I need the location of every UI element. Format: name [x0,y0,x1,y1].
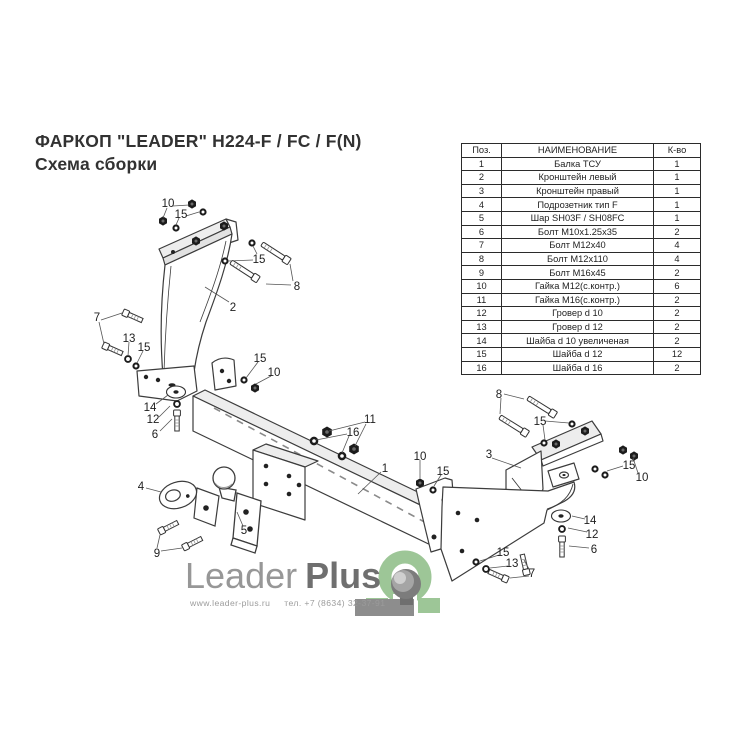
bolt-icon [173,409,181,432]
part-callout: 14 [144,402,157,414]
part-callout: 3 [486,449,492,461]
part-callout: 4 [138,481,145,493]
page-title: ФАРКОП "LEADER" H224-F / FC / F(N) [35,131,362,151]
part-callout: 5 [241,525,247,537]
bolt-icon [180,534,204,552]
part-callout: 10 [414,451,427,463]
bolt-icon [101,341,125,358]
part-callout: 16 [347,427,360,439]
socket-plate-part [158,480,220,527]
washer-icon [568,420,576,428]
part-callout: 8 [496,389,502,401]
part-callout: 15 [138,342,151,354]
part-callout: 14 [584,515,597,527]
part-callout: 15 [253,254,266,266]
washer-icon [601,471,609,479]
table-cell-qty: 2 [653,360,701,376]
grover-icon [173,400,181,408]
tow-ball-part [212,466,262,554]
washer-icon [472,558,480,566]
table-cell-qty: 1 [653,210,701,226]
nut-icon [619,445,627,455]
part-callout: 15 [534,416,547,428]
table-cell-name: Шайба d 16 [501,360,654,376]
nut-icon [322,426,332,438]
part-callout: 10 [268,367,281,379]
bolt-icon [497,413,531,438]
part-callout: 6 [591,544,597,556]
logo-phone: тел. +7 (8634) 32-37-91 [284,598,386,608]
washer-icon [221,257,229,265]
page-subtitle: Схема сборки [35,154,158,175]
part-callout: 13 [506,558,519,570]
nut-icon [188,199,196,209]
bolt-icon [558,535,566,558]
title-block: ФАРКОП "LEADER" H224-F / FC / F(N) Схема… [35,130,362,176]
logo-website: www.leader-plus.ru [190,598,271,608]
part-callout: 12 [586,529,599,541]
part-callout: 7 [94,312,100,324]
nut-icon [251,383,259,393]
grover-icon [482,565,490,573]
part-callout: 15 [437,466,450,478]
washer-icon [309,436,319,446]
part-callout: 11 [364,414,376,426]
grover-icon [124,355,132,363]
nut-icon [349,443,359,455]
bolt-icon [121,308,145,325]
washer-icon [132,362,140,370]
callout-labels: 10 15 15 8 2 7 13 15 14 12 6 15 10 11 16… [94,198,649,580]
part-callout: 9 [154,548,160,560]
part-callout: 6 [152,429,158,441]
washer-icon [248,239,256,247]
bolt-icon [525,394,559,419]
bolt-icon [156,518,180,536]
washer-icon [199,208,207,216]
callout-leader-lines [98,204,639,579]
logo-contact-line: www.leader-plus.ru тел. +7 (8634) 32-37-9… [190,598,399,608]
part-callout: 8 [294,281,300,293]
part-callout: 1 [382,463,388,475]
table-header-row: Поз. НАИМЕНОВАНИЕ К-во [461,143,701,158]
washer-icon [172,224,180,232]
part-callout: 10 [636,472,649,484]
beam-part [192,357,458,553]
big-washer-icon [550,509,572,523]
washer-icon [591,465,599,473]
leader-plus-logo-icon [355,550,440,616]
washer-icon [429,486,437,494]
logo-word-leader: Leader [185,555,298,596]
part-callout: 15 [497,547,510,559]
part-callout: 15 [254,353,267,365]
logo-word-plus: Plus [305,555,382,596]
grover-icon [558,525,566,533]
big-washer-icon [165,385,187,399]
bolt-icon [486,567,510,584]
washer-icon [540,439,548,447]
part-callout: 7 [529,568,535,580]
part-callout: 12 [147,414,160,426]
part-callout: 15 [623,460,636,472]
part-callout: 2 [230,302,236,314]
part-callout: 13 [123,333,136,345]
right-bracket-part [440,420,604,582]
part-callout: 10 [162,198,175,210]
part-callout: 15 [175,209,188,221]
